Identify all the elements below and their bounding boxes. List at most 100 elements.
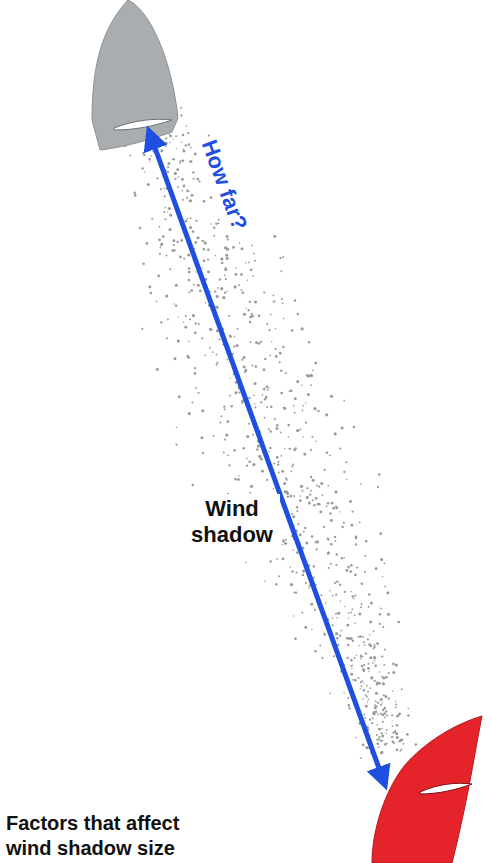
shadow-dot	[188, 291, 190, 293]
shadow-dot	[160, 321, 162, 323]
shadow-dot	[301, 612, 303, 614]
shadow-dot	[164, 195, 166, 197]
shadow-dot	[133, 191, 136, 194]
shadow-dot	[343, 400, 345, 402]
shadow-dot	[345, 569, 348, 572]
shadow-dot	[148, 158, 151, 161]
shadow-dot	[202, 240, 204, 242]
shadow-dot	[197, 178, 199, 180]
shadow-dot	[289, 495, 292, 498]
shadow-dot	[386, 592, 389, 595]
shadow-dot	[248, 309, 250, 311]
shadow-dot	[353, 598, 355, 600]
shadow-dot	[282, 256, 284, 258]
shadow-dot	[366, 696, 368, 698]
shadow-dot	[146, 142, 148, 144]
shadow-dot	[251, 315, 253, 317]
shadow-dot	[314, 650, 317, 653]
shadow-dot	[224, 408, 226, 410]
shadow-dot	[147, 183, 150, 186]
shadow-dot	[367, 638, 369, 640]
shadow-dot	[336, 617, 338, 619]
shadow-dot	[280, 270, 282, 272]
shadow-dot	[296, 429, 299, 432]
shadow-dot	[238, 475, 239, 476]
shadow-dot	[352, 595, 354, 597]
shadow-dot	[269, 447, 272, 450]
shadow-dot	[327, 551, 330, 554]
shadow-dot	[232, 246, 235, 249]
shadow-dot	[296, 506, 298, 508]
shadow-dot	[309, 493, 311, 495]
shadow-dot	[325, 602, 327, 604]
shadow-dot	[333, 655, 335, 657]
shadow-dot	[304, 626, 307, 629]
shadow-dot	[172, 158, 174, 160]
shadow-dot	[268, 387, 270, 389]
shadow-dot	[194, 367, 196, 369]
shadow-dot	[167, 162, 170, 165]
shadow-dot	[318, 486, 320, 488]
shadow-dot	[291, 570, 293, 572]
shadow-dot	[313, 504, 316, 507]
shadow-dot	[364, 555, 366, 557]
shadow-dot	[166, 337, 168, 339]
shadow-dot	[151, 218, 153, 220]
shadow-dot	[339, 511, 341, 513]
shadow-dot	[201, 267, 202, 268]
shadow-dot	[221, 262, 224, 265]
shadow-dot	[188, 267, 191, 270]
shadow-dot	[316, 540, 319, 543]
shadow-dot	[379, 532, 382, 535]
shadow-dot	[277, 464, 279, 466]
shadow-dot	[384, 649, 386, 651]
shadow-dot	[290, 470, 292, 472]
shadow-dot	[246, 435, 249, 438]
shadow-dot	[292, 515, 295, 518]
shadow-dot	[385, 695, 388, 698]
shadow-dot	[196, 236, 199, 239]
shadow-dot	[369, 687, 371, 689]
shadow-dot	[243, 313, 246, 316]
shadow-dot	[375, 692, 378, 695]
shadow-dot	[183, 185, 186, 188]
shadow-dot	[376, 739, 378, 741]
shadow-dot	[158, 139, 160, 141]
shadow-dot	[175, 305, 177, 307]
shadow-dot	[160, 244, 162, 246]
shadow-dot	[239, 392, 241, 394]
shadow-dot	[335, 594, 337, 596]
shadow-dot	[294, 299, 297, 302]
shadow-dot	[224, 292, 226, 294]
shadow-dot	[357, 677, 359, 679]
shadow-dot	[391, 736, 393, 738]
shadow-dot	[210, 196, 213, 199]
shadow-dot	[323, 469, 325, 471]
shadow-dot	[263, 291, 265, 293]
shadow-dot	[262, 394, 264, 396]
shadow-dot	[283, 407, 286, 410]
caption-note: Factors that affect wind shadow size	[6, 811, 206, 861]
shadow-dot	[323, 632, 324, 633]
shadow-dot	[251, 244, 253, 246]
shadow-dot	[251, 313, 253, 315]
shadow-dot	[310, 384, 312, 386]
shadow-dot	[289, 566, 291, 568]
shadow-dot	[176, 148, 177, 149]
shadow-dot	[225, 267, 227, 269]
shadow-dot	[274, 418, 276, 420]
shadow-dot	[382, 740, 384, 742]
shadow-dot	[378, 473, 380, 475]
shadow-dot	[407, 714, 410, 717]
shadow-dot	[372, 662, 374, 664]
shadow-dot	[144, 171, 145, 172]
shadow-dot	[280, 455, 282, 457]
shadow-dot	[257, 445, 260, 448]
shadow-dot	[376, 642, 379, 645]
shadow-dot	[341, 426, 344, 429]
shadow-dot	[377, 486, 379, 488]
shadow-dot	[300, 485, 303, 488]
shadow-dot	[343, 471, 345, 473]
shadow-dot	[317, 410, 319, 412]
shadow-dot	[334, 540, 336, 542]
